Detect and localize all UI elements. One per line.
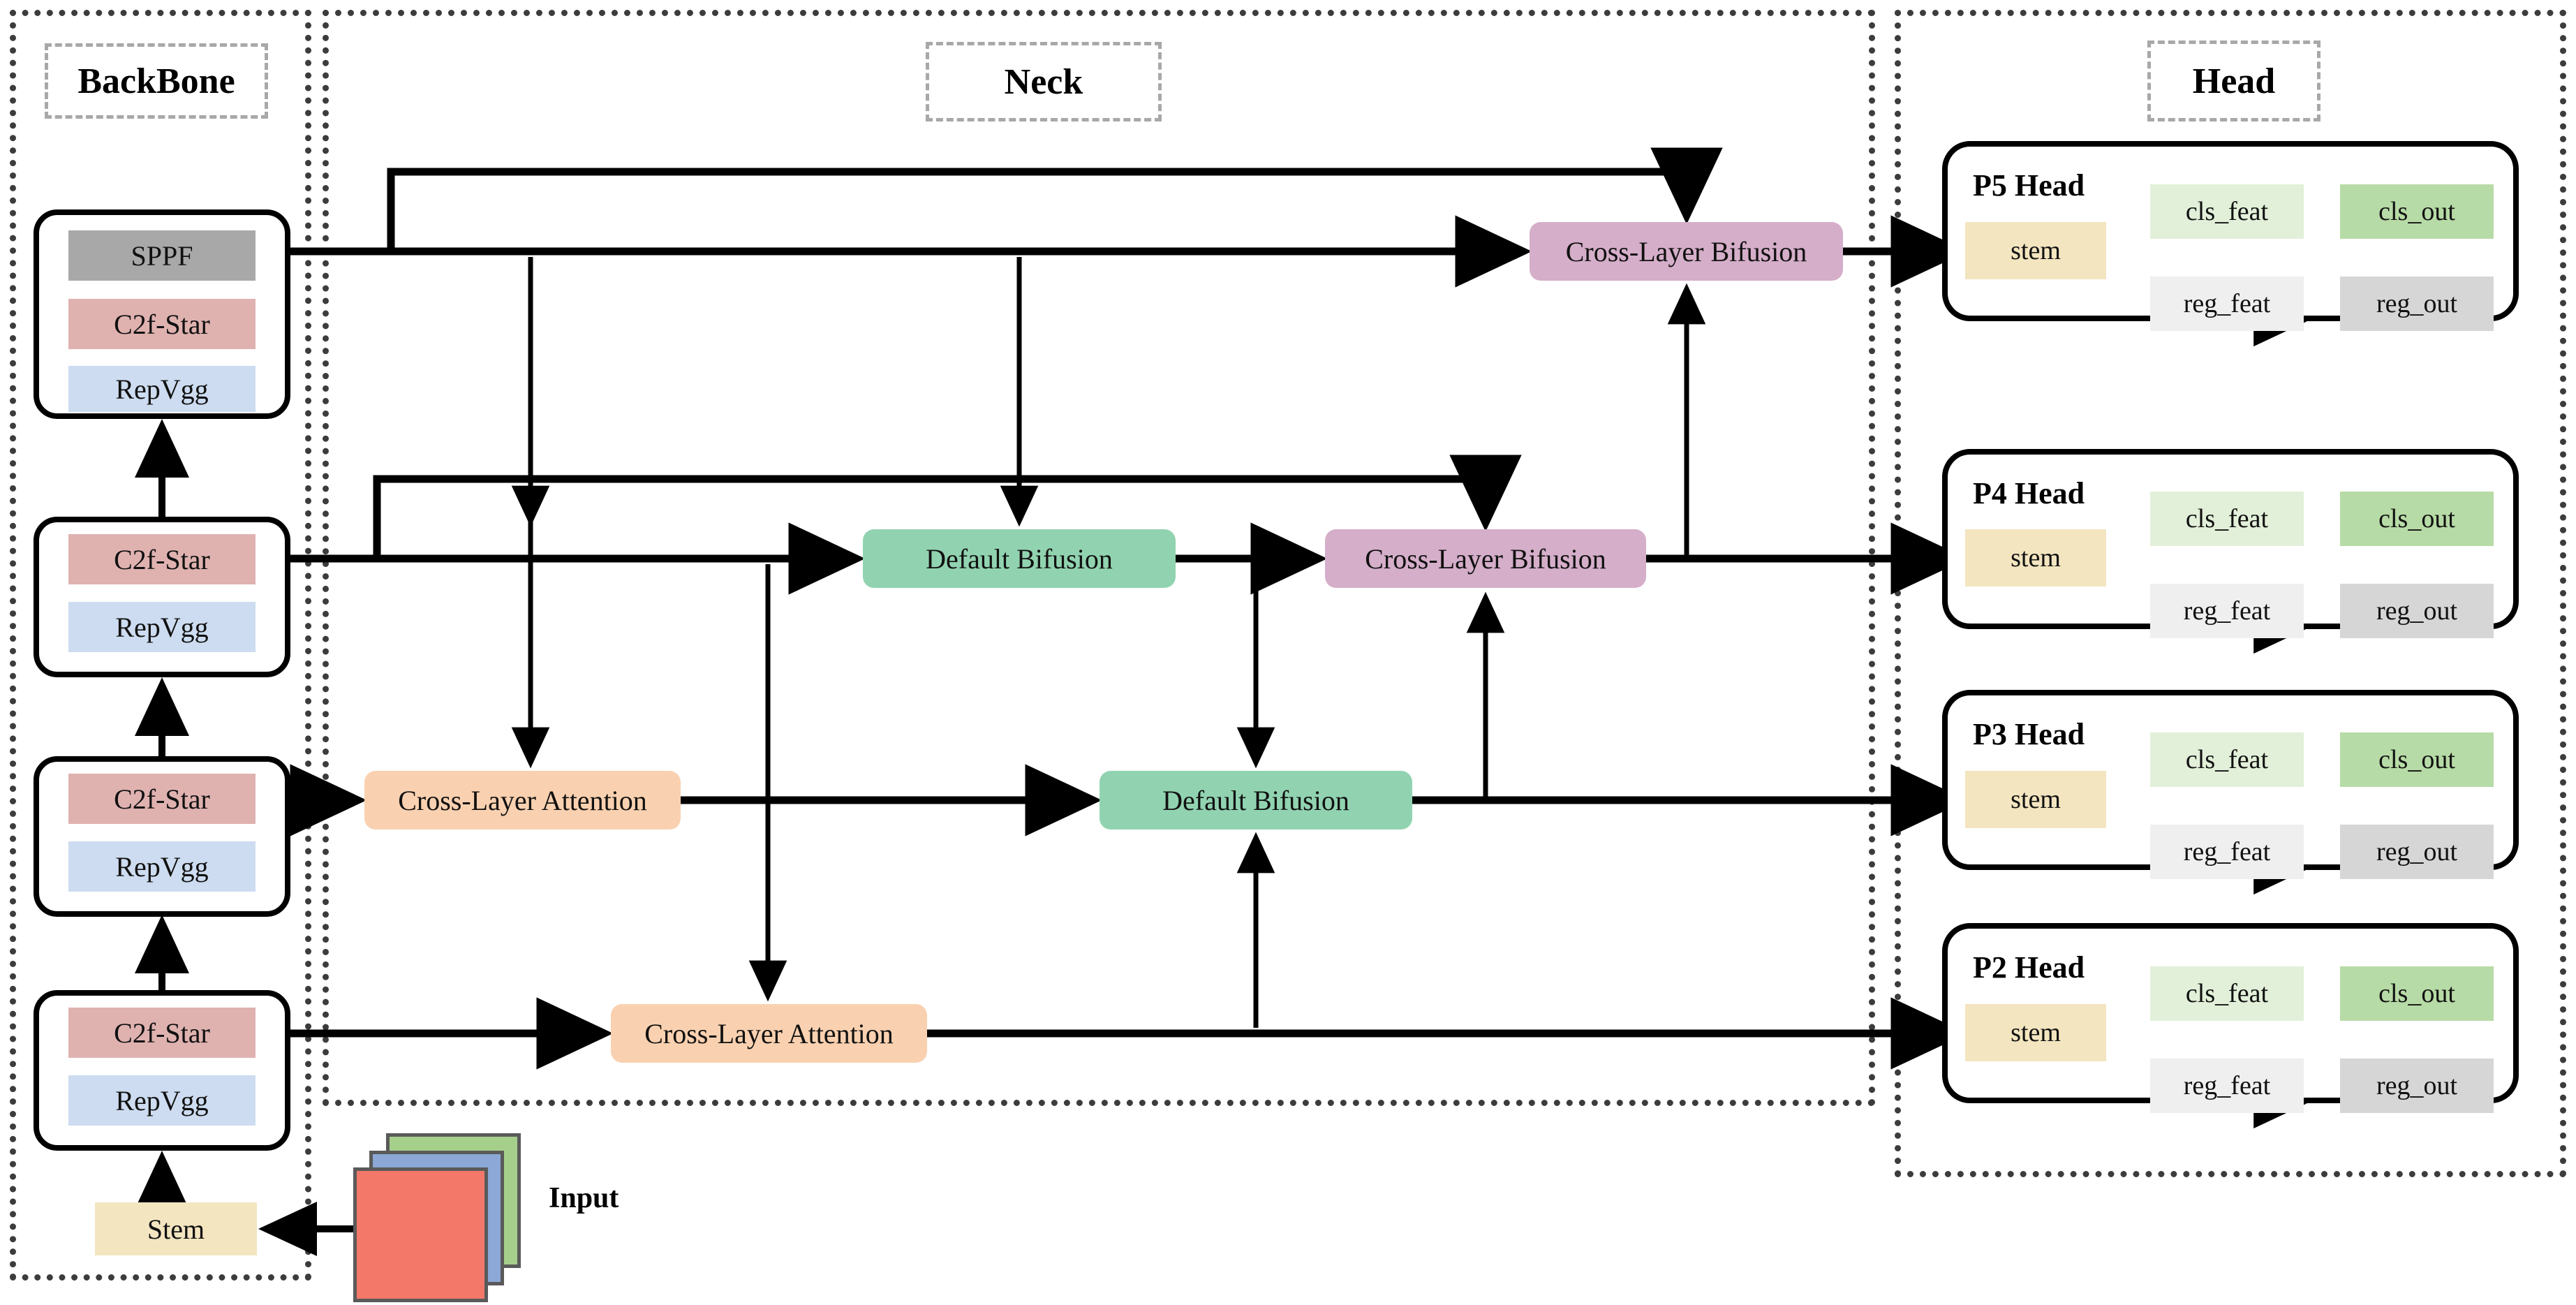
neck-cross-layer-attention-p2: Cross-Layer Attention: [611, 1004, 927, 1063]
head-reg-feat: reg_feat: [2150, 584, 2304, 638]
head-title-p2: P2 Head: [1973, 950, 2085, 985]
neck-default-bifusion-p3: Default Bifusion: [1100, 771, 1412, 830]
layer-c2f-star: C2f-Star: [68, 774, 256, 824]
layer-c2f-star: C2f-Star: [68, 1008, 256, 1058]
head-reg-out: reg_out: [2340, 1059, 2494, 1113]
backbone-stem-block: Stem: [95, 1202, 257, 1255]
layer-repvgg: RepVgg: [68, 841, 256, 892]
head-cls-out: cls_out: [2340, 492, 2494, 546]
head-cls-out: cls_out: [2340, 732, 2494, 787]
neck-cross-layer-bifusion-p5: Cross-Layer Bifusion: [1530, 222, 1843, 281]
layer-sppf: SPPF: [68, 230, 256, 281]
neck-default-bifusion-p4: Default Bifusion: [863, 529, 1176, 588]
layer-c2f-star: C2f-Star: [68, 534, 256, 584]
layer-c2f-star: C2f-Star: [68, 299, 256, 349]
layer-repvgg: RepVgg: [68, 1075, 256, 1126]
head-stem: stem: [1965, 222, 2106, 279]
neck-cross-layer-bifusion-p4: Cross-Layer Bifusion: [1325, 529, 1646, 588]
head-cls-feat: cls_feat: [2150, 492, 2304, 546]
head-cls-out: cls_out: [2340, 966, 2494, 1021]
head-cls-feat: cls_feat: [2150, 732, 2304, 787]
head-reg-feat: reg_feat: [2150, 1059, 2304, 1113]
head-cls-feat: cls_feat: [2150, 966, 2304, 1021]
head-cls-feat: cls_feat: [2150, 184, 2304, 239]
layer-repvgg: RepVgg: [68, 602, 256, 652]
head-cls-out: cls_out: [2340, 184, 2494, 239]
head-stem: stem: [1965, 1004, 2106, 1061]
head-title-p3: P3 Head: [1973, 717, 2085, 751]
input-image-red: [353, 1167, 488, 1302]
head-reg-out: reg_out: [2340, 825, 2494, 879]
head-reg-out: reg_out: [2340, 584, 2494, 638]
head-reg-feat: reg_feat: [2150, 277, 2304, 331]
section-title-backbone: BackBone: [45, 43, 268, 119]
head-title-p5: P5 Head: [1973, 168, 2085, 202]
head-reg-feat: reg_feat: [2150, 825, 2304, 879]
section-backbone: [10, 10, 311, 1281]
head-stem: stem: [1965, 529, 2106, 587]
section-title-head: Head: [2147, 40, 2320, 121]
head-reg-out: reg_out: [2340, 277, 2494, 331]
layer-repvgg: RepVgg: [68, 366, 256, 412]
head-stem: stem: [1965, 771, 2106, 828]
section-title-neck: Neck: [926, 42, 1162, 121]
head-title-p4: P4 Head: [1973, 476, 2085, 510]
input-label: Input: [549, 1182, 619, 1214]
neck-cross-layer-attention-p3: Cross-Layer Attention: [364, 771, 681, 830]
